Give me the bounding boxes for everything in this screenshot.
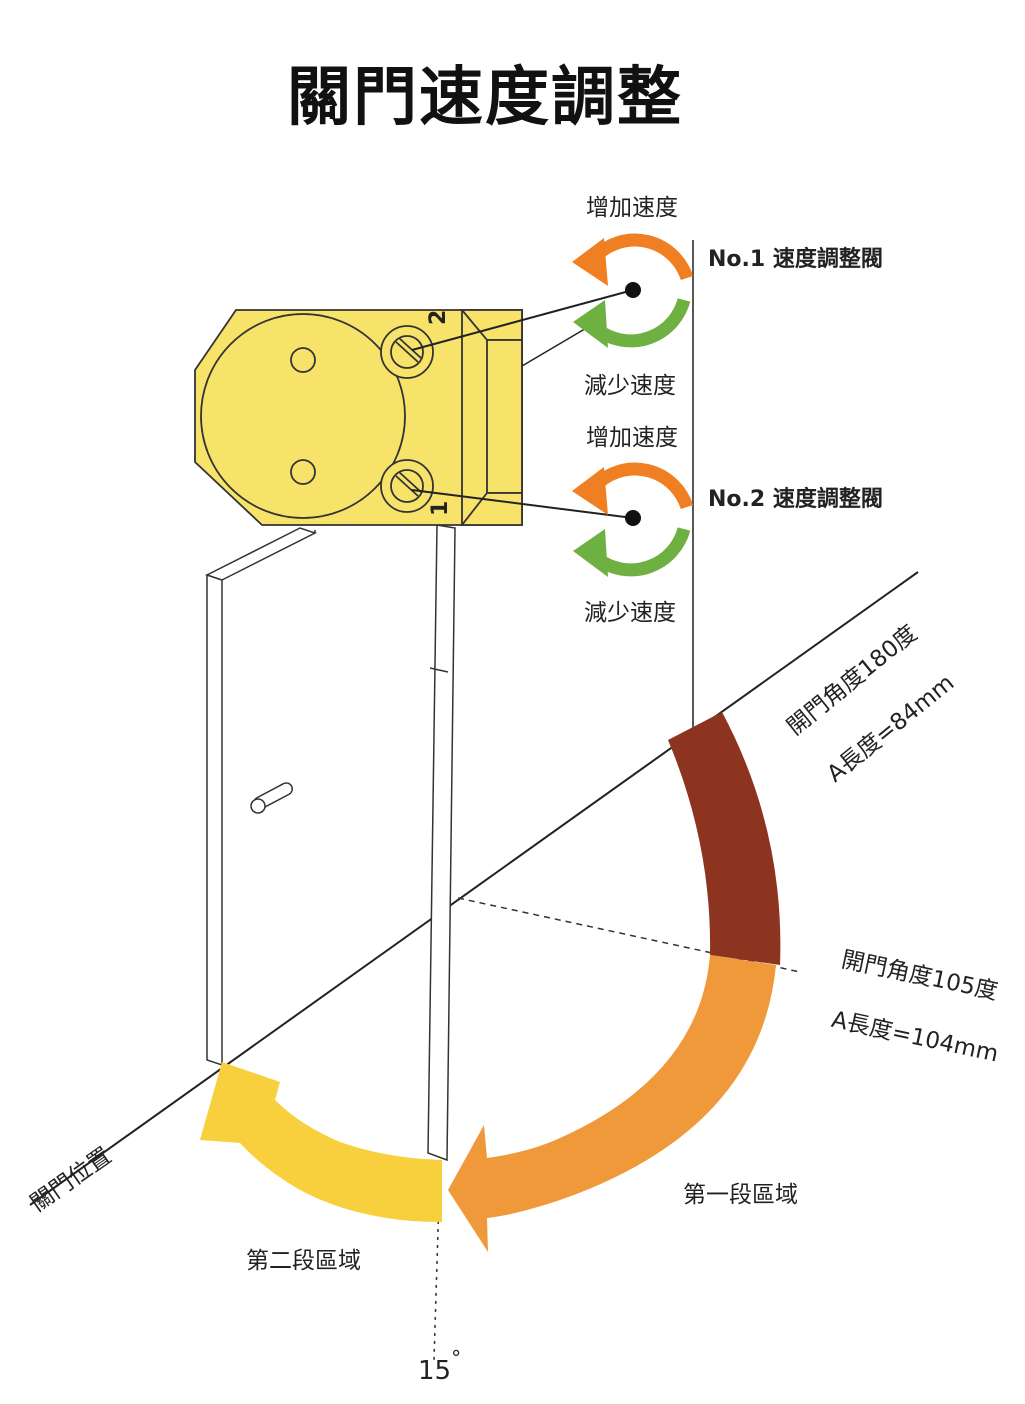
valve1-decrease-label: 減少速度 [584,373,676,399]
increase-arrowhead-1 [572,238,608,286]
door-panel [205,527,317,1067]
decrease-arrow-1 [594,298,691,348]
valve2-adjust-arrows [572,462,694,577]
door-handle [250,782,293,814]
zone-first-orange [448,955,776,1252]
increase-arrow-1 [591,233,694,281]
valve1-center-dot [625,282,641,298]
valve-screw-1[interactable] [380,459,434,513]
valve2-increase-label: 增加速度 [586,425,678,451]
decrease-arrowhead-2 [573,529,608,577]
valve1-name: No.1 速度調整閥 [708,247,883,272]
increase-arrowhead-2 [572,467,608,515]
closer-body [194,309,523,526]
screw-number-2: 2 [426,310,451,325]
valve2-center-dot [625,510,641,526]
page-title: 關門速度調整 [287,61,683,135]
decrease-arrow-2 [594,527,691,577]
degree-symbol: ° [451,1346,462,1370]
zone-first-label: 第一段區域 [683,1182,798,1208]
angle-15-label: 15° [418,1346,461,1386]
connector-line-2 [411,489,634,519]
valve1-adjust-arrows [572,233,694,348]
decrease-arrowhead-1 [573,300,608,348]
floor-line [29,571,919,1206]
zone-second-yellow [200,1062,442,1222]
valve2-decrease-label: 減少速度 [584,600,676,626]
increase-arrow-2 [591,462,694,510]
zone-dark-red [668,712,781,965]
screw-number-1: 1 [428,501,453,516]
valve-screw-2[interactable] [380,325,434,379]
valve1-increase-label: 增加速度 [586,195,678,221]
angle-15-value: 15 [418,1356,452,1386]
zone-second-label: 第二段區域 [246,1248,361,1274]
door-edge [427,524,456,1162]
connector-line-1 [411,289,634,351]
valve2-name: No.2 速度調整閥 [708,487,883,512]
